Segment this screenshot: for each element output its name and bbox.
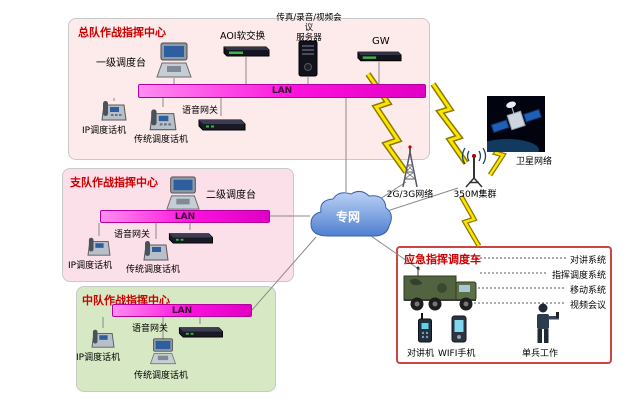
squadron-lan-bar: LAN <box>112 304 252 317</box>
detachment-voice-gateway-label: 语音网关 <box>114 230 151 240</box>
wifi-phone-label: WIFI手机 <box>438 349 476 359</box>
detachment-voice-gateway-icon <box>166 229 214 244</box>
hq-trad-phone-label: 传统调度话机 <box>134 135 189 145</box>
server-label-line1: 传真/录音/视频会议 <box>276 13 342 33</box>
soldier-icon <box>530 302 562 344</box>
server-label-line2: 服务器 <box>296 32 322 43</box>
hq-ip-phone-label: IP调度话机 <box>82 126 127 136</box>
squadron-voice-gateway-label: 语音网关 <box>132 324 169 334</box>
vehicle-title: 应急指挥调度车 <box>404 253 481 266</box>
detachment-lan-bar: LAN <box>100 210 270 223</box>
level1-console-icon <box>152 42 196 80</box>
trunking-network-label: 350M集群 <box>453 190 497 200</box>
server-label: 传真/录音/视频会议 服务器 <box>276 13 342 43</box>
hq-voice-gateway-icon <box>196 115 246 131</box>
level2-console-label: 二级调度台 <box>206 190 256 201</box>
hq-lan-label: LAN <box>271 86 293 96</box>
command-truck-icon <box>402 266 482 314</box>
cellular-tower-icon <box>394 144 426 188</box>
private-network-cloud: 专网 <box>303 186 393 244</box>
gateway-label: GW <box>372 36 390 47</box>
trunking-antenna-icon <box>455 146 493 188</box>
hq-voice-gateway-label: 语音网关 <box>182 106 219 116</box>
level1-console-label: 一级调度台 <box>96 58 146 69</box>
hq-title: 总队作战指挥中心 <box>78 26 166 39</box>
satellite-image <box>475 96 545 161</box>
detachment-ip-phone-icon <box>86 235 112 257</box>
detachment-trad-phone-icon <box>142 238 170 262</box>
server-icon <box>298 40 318 77</box>
softswitch-icon <box>222 43 270 57</box>
hq-ip-phone-icon <box>100 98 128 122</box>
detachment-ip-phone-label: IP调度话机 <box>68 261 113 271</box>
gateway-icon <box>356 48 402 62</box>
walkie-talkie-icon <box>417 312 435 344</box>
vehicle-system-dispatch: 指挥调度系统 <box>551 271 606 281</box>
cellular-network-label: 2G/3G网络 <box>386 190 434 200</box>
squadron-trad-phone-icon <box>146 338 180 366</box>
soldier-label: 单兵工作 <box>522 349 559 359</box>
squadron-ip-phone-icon <box>90 327 116 349</box>
wifi-phone-icon <box>450 314 468 344</box>
hq-trad-phone-icon <box>148 106 178 132</box>
vehicle-system-intercom: 对讲系统 <box>569 256 606 266</box>
walkie-talkie-label: 对讲机 <box>407 349 435 359</box>
vehicle-system-videoconf: 视频会议 <box>569 301 606 311</box>
satellite-network-label: 卫星网络 <box>516 157 553 167</box>
vehicle-system-mobile: 移动系统 <box>569 286 606 296</box>
cloud-label: 专网 <box>336 209 360 224</box>
squadron-lan-label: LAN <box>171 305 193 316</box>
detachment-trad-phone-label: 传统调度话机 <box>126 265 181 275</box>
hq-lan-bar: LAN <box>138 84 426 98</box>
squadron-trad-phone-label: 传统调度话机 <box>134 371 189 381</box>
level2-console-icon <box>162 176 204 212</box>
squadron-voice-gateway-icon <box>176 323 224 338</box>
squadron-ip-phone-label: IP调度话机 <box>76 353 121 363</box>
softswitch-label: AOI软交换 <box>220 31 266 42</box>
squadron-title: 中队作战指挥中心 <box>82 294 170 307</box>
detachment-lan-label: LAN <box>174 211 196 222</box>
detachment-title: 支队作战指挥中心 <box>70 176 158 189</box>
